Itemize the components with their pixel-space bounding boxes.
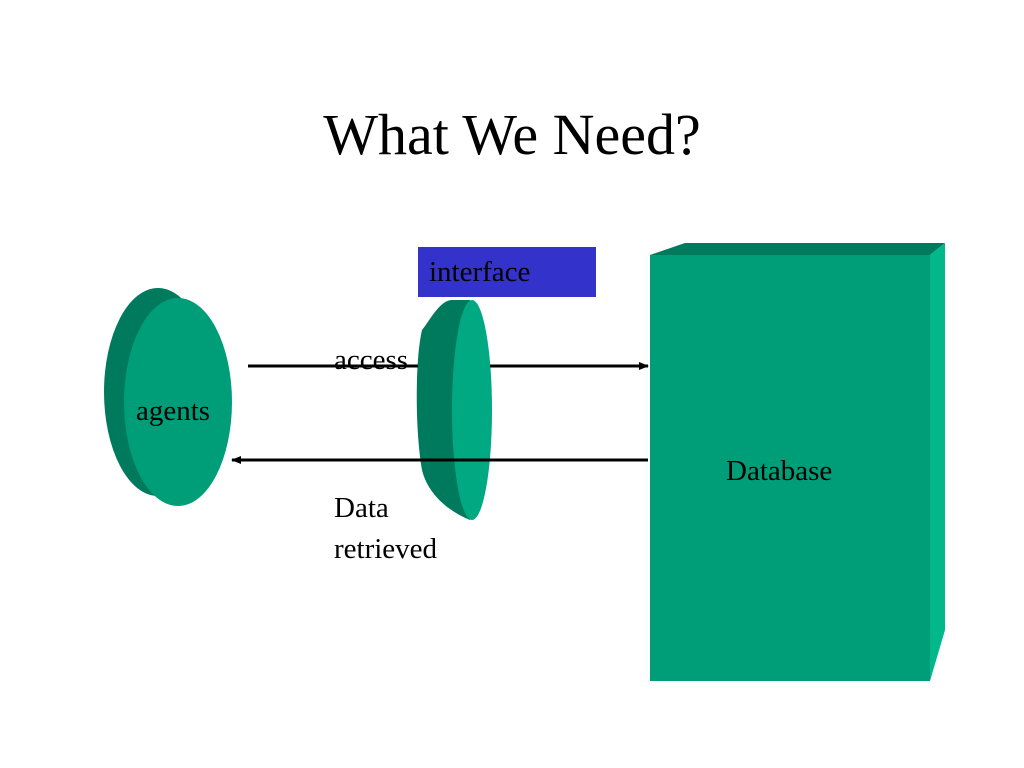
database-box xyxy=(650,243,945,681)
interface-disc xyxy=(416,300,492,520)
access-label: access xyxy=(334,344,409,376)
agents-label: agents xyxy=(136,395,211,427)
database-side-face xyxy=(930,243,945,681)
interface-disc-face xyxy=(452,300,492,520)
agents-disc xyxy=(104,288,232,506)
retrieved-label-line2: retrieved xyxy=(334,533,438,565)
database-front-face xyxy=(650,255,930,681)
database-top-face xyxy=(650,243,945,255)
interface-label: interface xyxy=(429,256,531,288)
interface-box: interface xyxy=(418,247,596,297)
retrieved-label-line1: Data xyxy=(334,492,389,524)
slide-title: What We Need? xyxy=(323,102,701,167)
retrieved-label: Data retrieved xyxy=(334,488,437,570)
database-label: Database xyxy=(726,455,833,487)
agents-disc-face xyxy=(124,298,232,506)
